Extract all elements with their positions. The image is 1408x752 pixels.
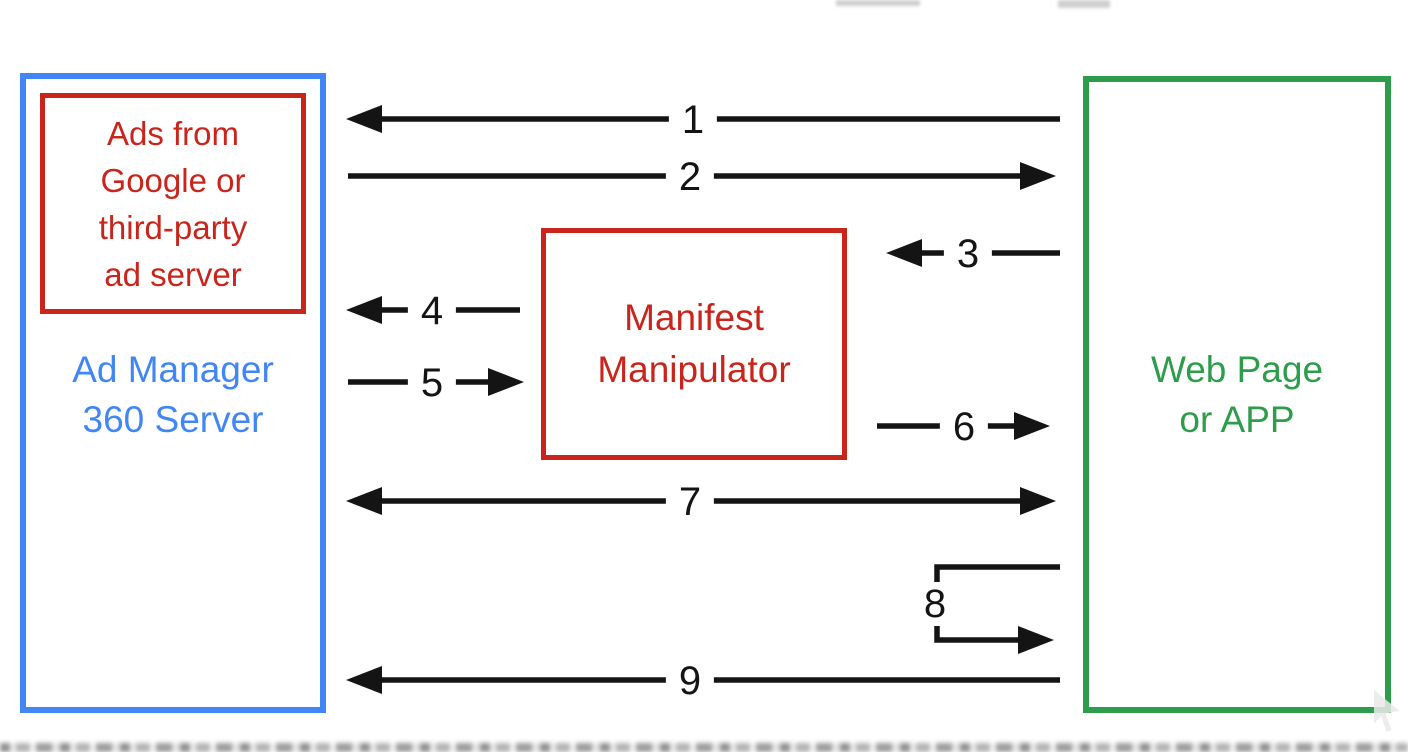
cropped-text-artifact [1058, 0, 1110, 8]
web-page-or-app-label: Web Page or APP [1089, 345, 1385, 445]
arrow-label-4: 4 [407, 289, 457, 333]
arrow-label-3: 3 [943, 232, 993, 276]
ad-manager-label-line: Ad Manager [72, 349, 274, 390]
manifest-manipulator-box: Manifest Manipulator [541, 228, 847, 460]
cropped-text-artifact [836, 0, 920, 6]
web-page-or-app-box: Web Page or APP [1083, 76, 1391, 713]
ads-source-text-line: Ads from [106, 114, 240, 152]
arrow-1 [346, 105, 1060, 133]
arrow-label-5: 5 [407, 361, 457, 405]
manifest-manipulator-label-line: Manipulator [597, 349, 791, 390]
ads-source-text-line: Google or [100, 161, 246, 199]
blurred-caption-artifact [0, 743, 1408, 752]
arrow-label-1: 1 [668, 98, 718, 142]
ad-manager-360-server-label: Ad Manager 360 Server [26, 345, 320, 445]
ads-source-box: Ads from Google or third-party ad server [40, 93, 306, 314]
ad-manager-label-line: 360 Server [82, 399, 264, 440]
manifest-manipulator-label-line: Manifest [624, 297, 764, 338]
arrow-9 [346, 666, 1060, 694]
arrow-label-2: 2 [665, 155, 715, 199]
web-page-label-line: Web Page [1150, 349, 1324, 390]
arrow-label-6: 6 [939, 405, 989, 449]
ad-manager-360-server-box: Ads from Google or third-party ad server… [20, 73, 326, 713]
web-page-label-line: or APP [1179, 399, 1295, 440]
arrow-label-8: 8 [910, 582, 960, 626]
ads-source-text-line: ad server [104, 255, 242, 293]
ads-source-text-line: third-party [98, 208, 248, 246]
arrow-label-9: 9 [665, 659, 715, 703]
arrow-label-7: 7 [665, 480, 715, 524]
